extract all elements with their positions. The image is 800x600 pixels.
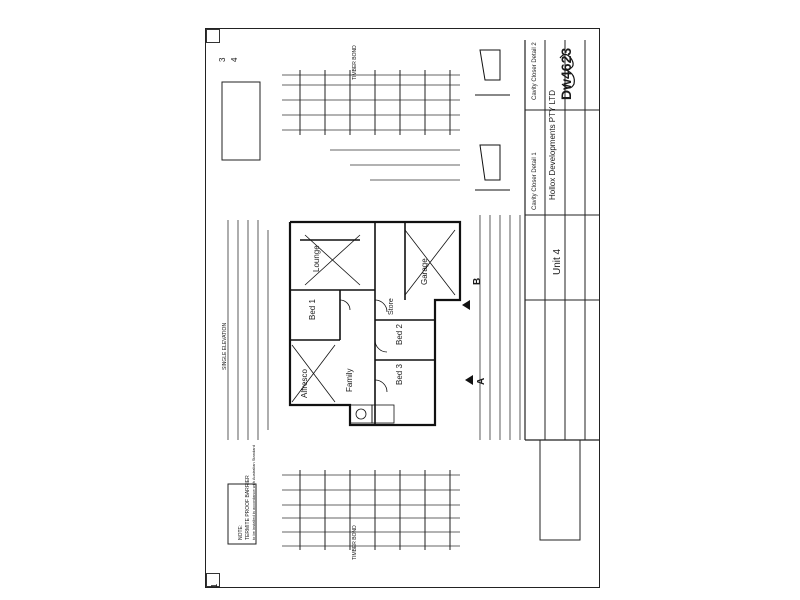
cavity-closer-details <box>475 49 510 191</box>
sheet-number-top <box>206 29 220 43</box>
title-block <box>524 40 600 541</box>
sheet-number-b: 4 <box>230 57 239 62</box>
room-bed-3: Bed 3 <box>395 364 404 385</box>
room-bed-1: Bed 1 <box>308 299 317 320</box>
dimension-title-bottom: TIMBER BOND <box>352 525 358 560</box>
termite-note-title: NOTE: <box>238 524 244 540</box>
client-name: Hollox Developments PTY LTD <box>548 90 557 200</box>
room-alfresco: Alfresco <box>300 369 309 398</box>
building-outline <box>288 220 462 427</box>
section-marker-a: A <box>476 377 487 385</box>
unit-label: Unit 4 <box>552 248 563 275</box>
room-bed-2: Bed 2 <box>395 324 404 345</box>
room-lounge: Lounge <box>312 245 321 272</box>
section-markers <box>462 300 473 385</box>
dimension-ticks <box>299 70 451 550</box>
detail-2-label: Cavity Closer Detail 2 <box>532 42 538 100</box>
termite-note-box <box>227 483 257 545</box>
signature-mark <box>559 53 575 89</box>
room-family: Family <box>345 368 354 392</box>
dimension-lines-left <box>227 220 269 440</box>
note-box-top <box>221 81 261 161</box>
dimension-title-top: TIMBER BOND <box>352 45 358 80</box>
sheet-number-a: 3 <box>218 57 227 62</box>
dimension-lines-top <box>282 74 460 181</box>
termite-note-line-2: to be installed in accordance with Austr… <box>251 445 256 540</box>
drawing-sheet <box>205 28 600 588</box>
room-store: Store <box>388 298 395 315</box>
dimension-lines-bottom <box>282 474 460 547</box>
drawing-number: Dw4623 <box>558 47 574 100</box>
sheet-number-bottom: 1 <box>210 583 219 588</box>
detail-1-label: Cavity Closer Detail 1 <box>532 152 538 210</box>
dimension-lines-right <box>479 215 521 440</box>
section-marker-b: B <box>472 277 483 285</box>
dimension-title-left: SINGLE ELEVATION <box>222 322 228 370</box>
room-garage: Garage <box>420 258 429 285</box>
sheet-corner-bottom <box>206 573 220 587</box>
